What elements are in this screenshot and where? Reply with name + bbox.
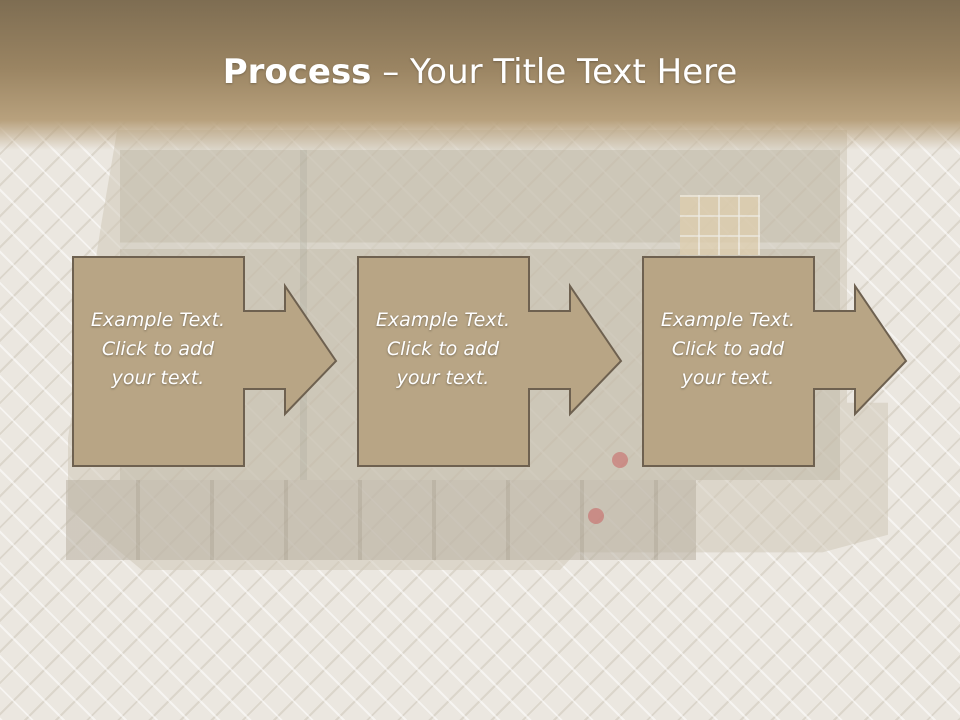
- step-1-line-3: your text.: [111, 367, 205, 389]
- step-2-shape: [357, 256, 623, 467]
- step-2-line-2: Click to add: [386, 338, 500, 360]
- floor-plan-flower: [588, 508, 604, 524]
- step-3-line-2: Click to add: [671, 338, 785, 360]
- slide-title[interactable]: Process – Your Title Text Here: [0, 52, 960, 92]
- floor-plan-flower: [612, 452, 628, 468]
- step-3-text[interactable]: Example Text. Click to add your text.: [642, 306, 814, 393]
- title-band: Process – Your Title Text Here: [0, 0, 960, 150]
- step-2-line-3: your text.: [396, 367, 490, 389]
- title-rest: – Your Title Text Here: [371, 52, 738, 92]
- step-3-line-1: Example Text.: [660, 309, 796, 331]
- step-2-line-1: Example Text.: [375, 309, 511, 331]
- step-1-line-2: Click to add: [101, 338, 215, 360]
- step-1-shape: [72, 256, 338, 467]
- title-bold: Process: [222, 52, 372, 92]
- floor-plan-tiles: [680, 195, 760, 255]
- process-step-2[interactable]: Example Text. Click to add your text.: [357, 256, 627, 468]
- step-1-line-1: Example Text.: [90, 309, 226, 331]
- step-1-text[interactable]: Example Text. Click to add your text.: [72, 306, 244, 393]
- step-3-shape: [642, 256, 908, 467]
- process-step-3[interactable]: Example Text. Click to add your text.: [642, 256, 912, 468]
- step-2-text[interactable]: Example Text. Click to add your text.: [357, 306, 529, 393]
- step-3-line-3: your text.: [681, 367, 775, 389]
- process-step-1[interactable]: Example Text. Click to add your text.: [72, 256, 342, 468]
